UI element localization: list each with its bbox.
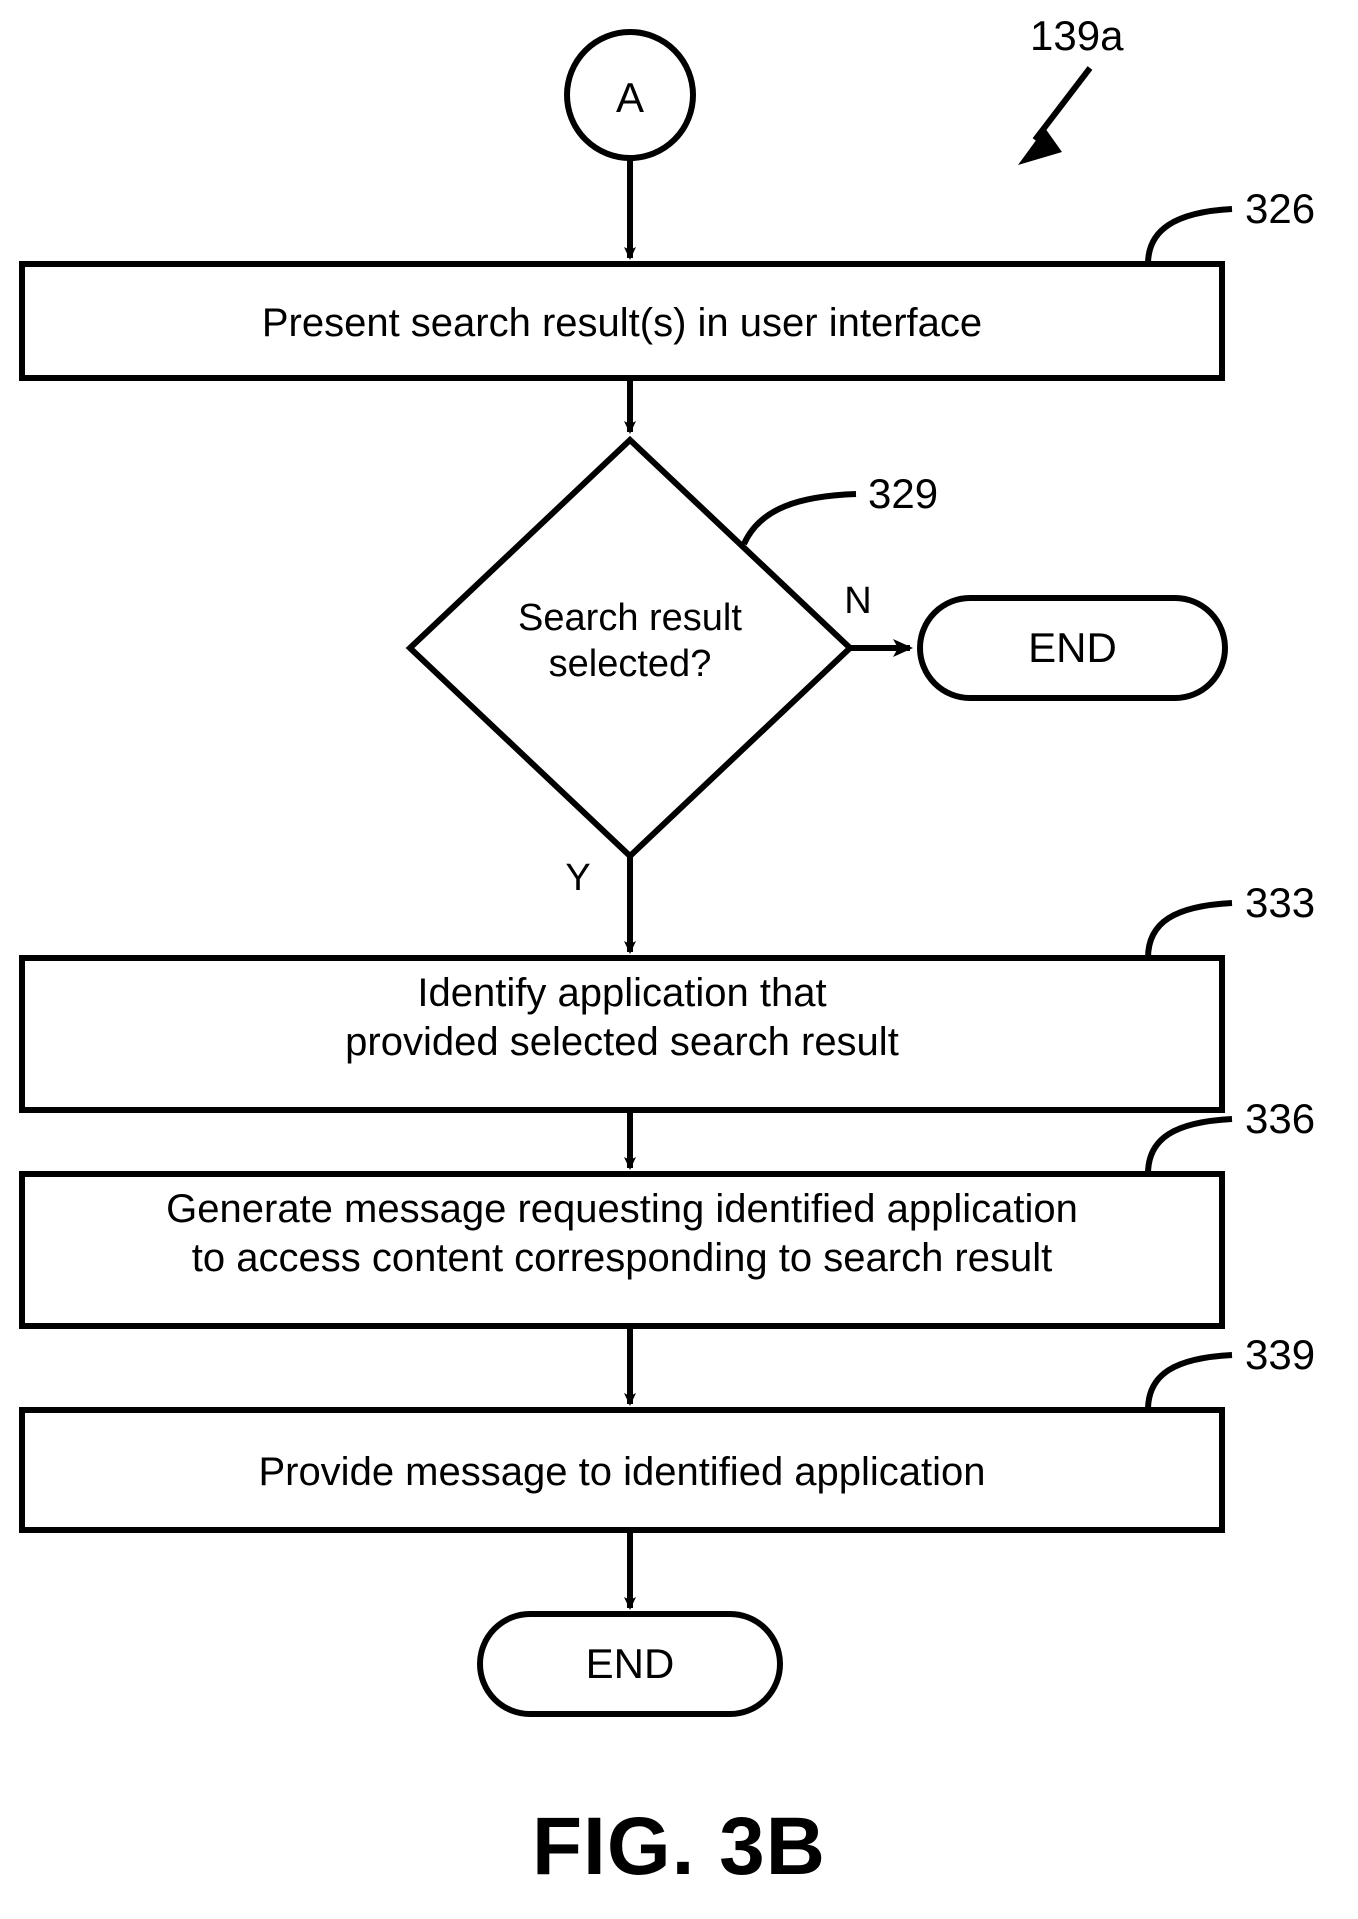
terminator-end-final [477, 1611, 783, 1717]
figure-caption: FIG. 3B [531, 1801, 827, 1892]
leader-line-333 [1145, 900, 1233, 959]
terminator-end-no [917, 595, 1228, 701]
figure-reference-arrow [1018, 66, 1093, 165]
leader-line-329 [741, 491, 857, 546]
process-box-339 [19, 1407, 1225, 1533]
leader-line-339 [1145, 1352, 1233, 1411]
leader-line-326 [1145, 206, 1233, 265]
start-connector-circle [564, 29, 696, 161]
leader-line-336 [1145, 1116, 1233, 1175]
decision-diamond-329 [405, 435, 855, 861]
process-box-326 [19, 261, 1225, 381]
process-box-333 [19, 955, 1225, 1113]
process-box-336 [19, 1171, 1225, 1329]
